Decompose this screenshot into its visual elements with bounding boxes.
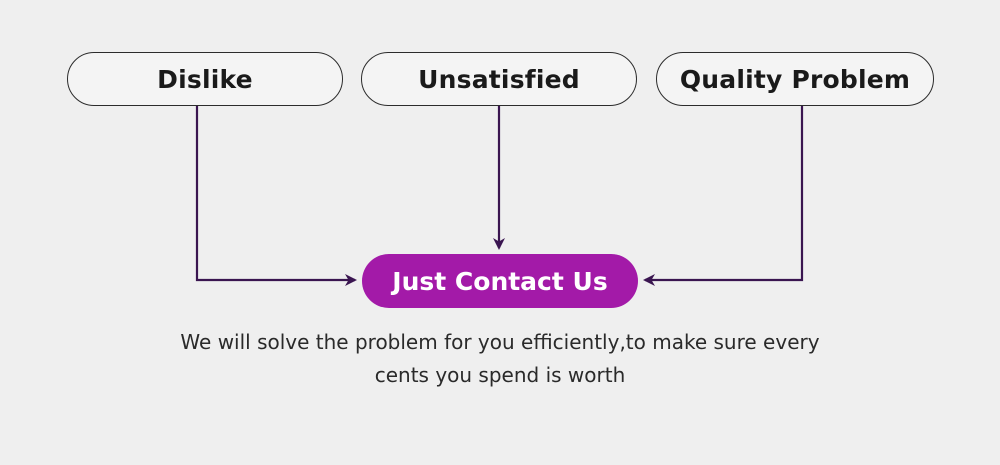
just-contact-us-button[interactable]: Just Contact Us	[362, 254, 638, 308]
just-contact-us-label: Just Contact Us	[392, 266, 608, 296]
source-quality-problem-label: Quality Problem	[679, 64, 911, 94]
connector-quality-problem	[643, 106, 804, 286]
source-unsatisfied: Unsatisfied	[361, 52, 637, 106]
caption-line-2: cents you spend is worth	[374, 363, 626, 387]
source-unsatisfied-label: Unsatisfied	[418, 64, 580, 94]
connector-dislike	[195, 106, 357, 286]
caption-text: We will solve the problem for you effici…	[100, 326, 900, 392]
source-dislike: Dislike	[67, 52, 343, 106]
source-quality-problem: Quality Problem	[656, 52, 934, 106]
source-dislike-label: Dislike	[157, 64, 253, 94]
caption-line-1: We will solve the problem for you effici…	[180, 330, 820, 354]
